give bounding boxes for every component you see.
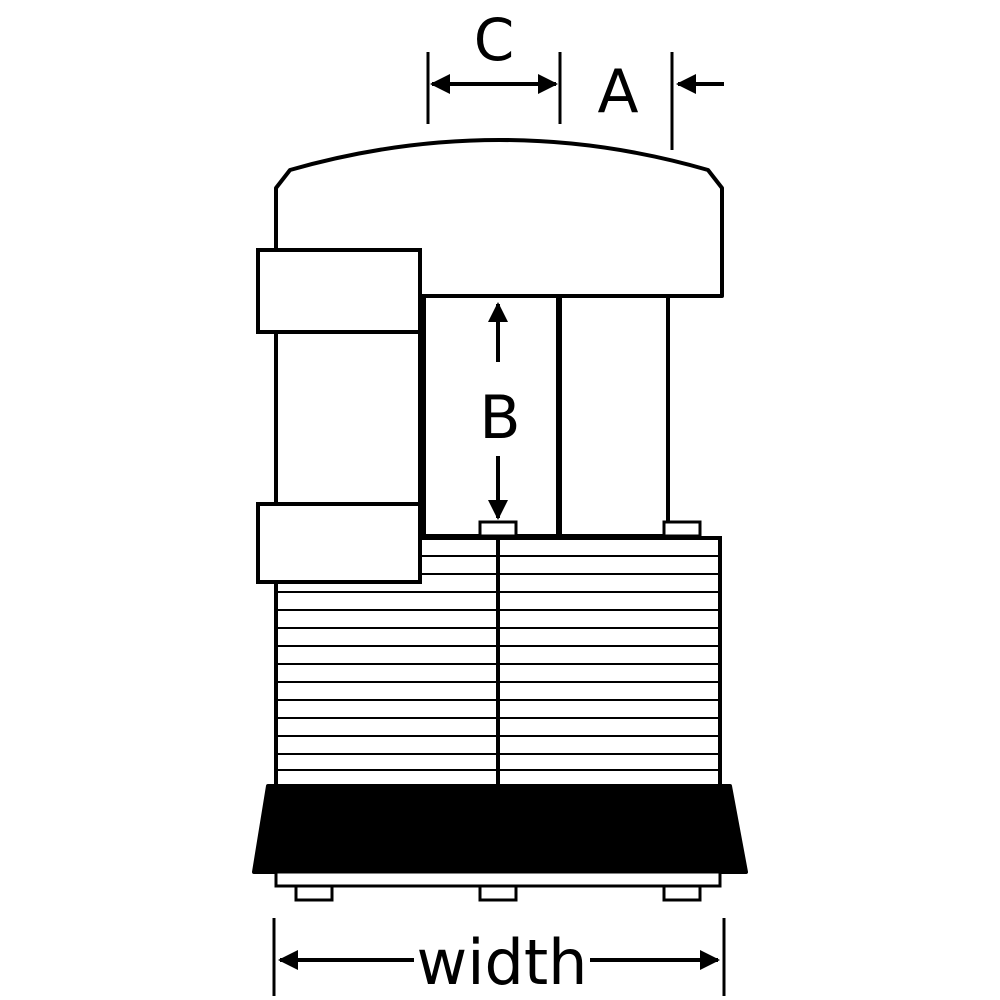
shackle-cap-right [662,520,702,538]
band-top [256,248,422,334]
side-column [274,328,422,508]
shackle-right-leg [558,294,670,538]
dimension-width: width [272,918,726,999]
dimension-width-label: width [417,926,588,999]
foot-center [478,884,518,902]
base-plate [274,870,722,888]
dimension-b: B [479,302,521,520]
dimension-c-label: C [474,6,515,74]
dimension-c: C [426,6,562,124]
shackle-cap-left [478,520,518,538]
base-bumper [252,784,748,874]
dimension-a: A [597,52,724,150]
foot-left [294,884,334,902]
foot-right [662,884,702,902]
dimension-a-label: A [597,57,638,127]
dimension-b-label: B [479,383,520,453]
band-bottom [256,502,422,584]
